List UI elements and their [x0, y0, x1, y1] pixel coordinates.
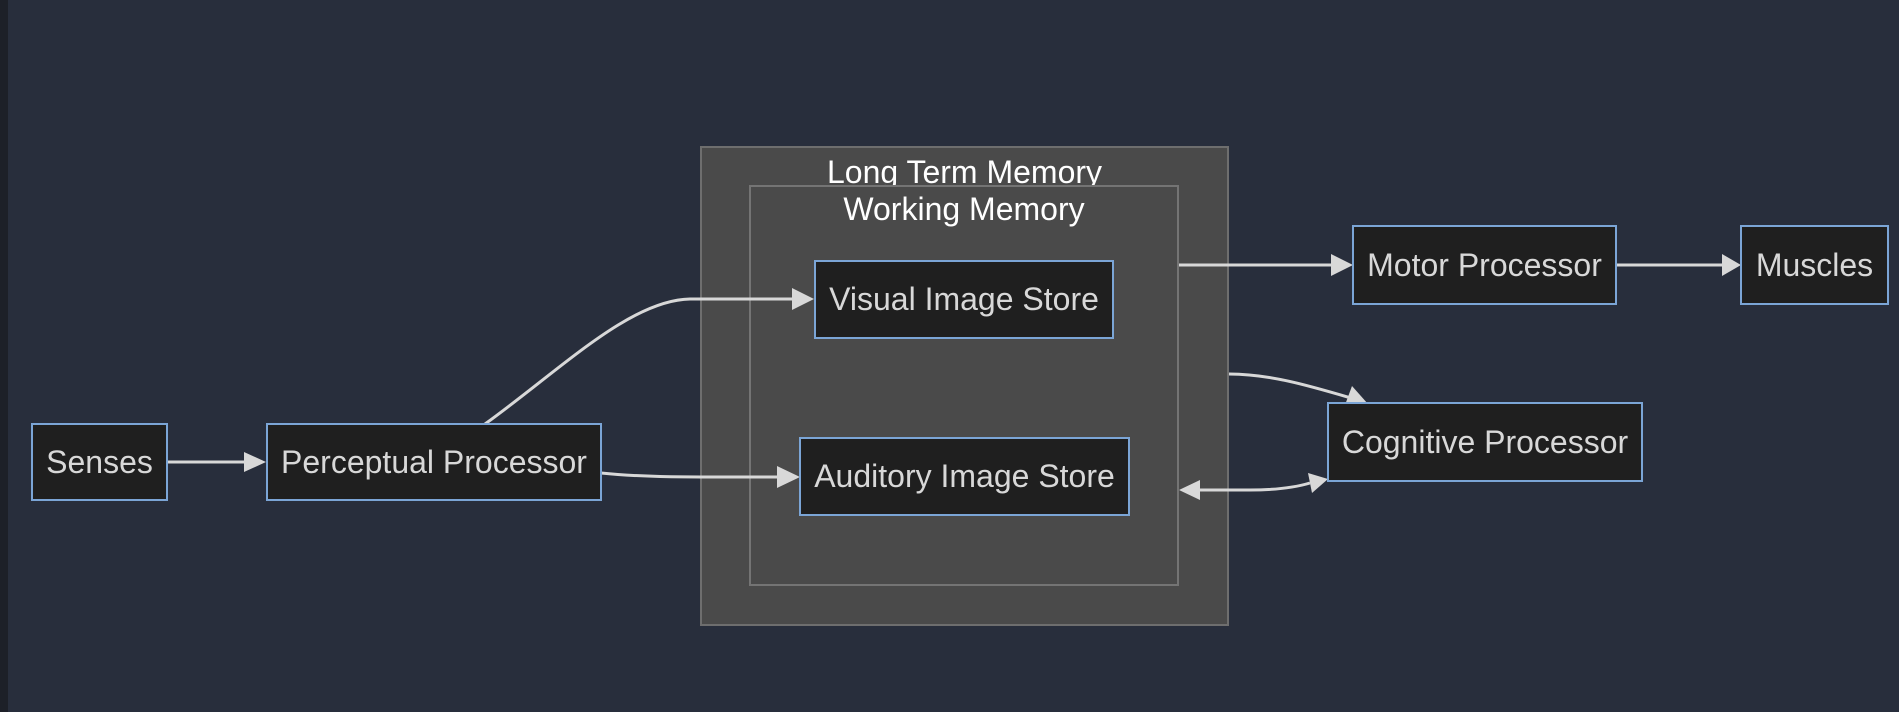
motor-processor-node[interactable]: Motor Processor: [1352, 225, 1617, 305]
working-memory-title: Working Memory: [843, 191, 1085, 227]
arrowhead-muscles: [1722, 254, 1741, 276]
auditory-image-store-node[interactable]: Auditory Image Store: [799, 437, 1130, 516]
muscles-node[interactable]: Muscles: [1740, 225, 1889, 305]
senses-node[interactable]: Senses: [31, 423, 168, 501]
arrowhead-motor: [1331, 254, 1353, 276]
left-gutter: [0, 0, 8, 712]
arrowhead-cognitive-bottom: [1308, 473, 1328, 493]
visual-image-store-label: Visual Image Store: [829, 281, 1099, 317]
perceptual-processor-node[interactable]: Perceptual Processor: [266, 423, 602, 501]
visual-image-store-node[interactable]: Visual Image Store: [814, 260, 1114, 339]
cognitive-processor-node[interactable]: Cognitive Processor: [1327, 402, 1643, 482]
arrowhead-perceptual: [244, 452, 266, 472]
cognitive-processor-label: Cognitive Processor: [1341, 423, 1629, 460]
motor-processor-label: Motor Processor: [1367, 246, 1602, 283]
edge-ltm-to-cognitive: [1228, 372, 1352, 400]
auditory-image-store-label: Auditory Image Store: [814, 458, 1115, 494]
perceptual-processor-label: Perceptual Processor: [281, 443, 587, 480]
muscles-label: Muscles: [1755, 246, 1874, 283]
long-term-memory-title: Long Term Memory: [826, 154, 1103, 190]
senses-label: Senses: [46, 443, 153, 480]
working-memory-cluster: Working Memory: [749, 185, 1179, 586]
